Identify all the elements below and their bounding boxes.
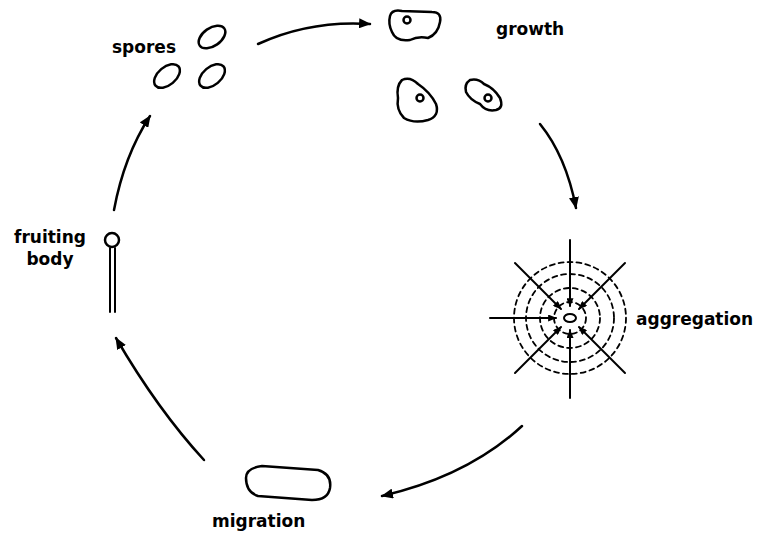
cycle-arrow — [116, 338, 204, 460]
stage-label: spores — [112, 36, 176, 58]
amoeba — [398, 79, 438, 122]
spore — [150, 59, 185, 92]
spore — [195, 21, 230, 53]
amoeba — [389, 11, 440, 41]
stalk — [110, 248, 115, 312]
spore — [195, 59, 230, 92]
stage-label: growth — [496, 18, 564, 40]
amoeba — [466, 80, 502, 111]
sorus — [105, 233, 119, 247]
stage-label: fruiting body — [4, 226, 96, 270]
aggregation-centre — [564, 314, 576, 322]
nucleus — [485, 95, 492, 102]
cycle-arrow — [382, 426, 522, 496]
cell-streams — [490, 240, 625, 398]
cycle-arrow — [258, 23, 370, 44]
stage-label: aggregation — [636, 308, 753, 330]
cycle-arrow — [540, 124, 576, 208]
nucleus — [417, 95, 424, 102]
cycle-arrow — [114, 116, 150, 210]
nucleus — [404, 17, 411, 24]
slug — [246, 466, 330, 500]
stage-label: migration — [212, 510, 305, 532]
